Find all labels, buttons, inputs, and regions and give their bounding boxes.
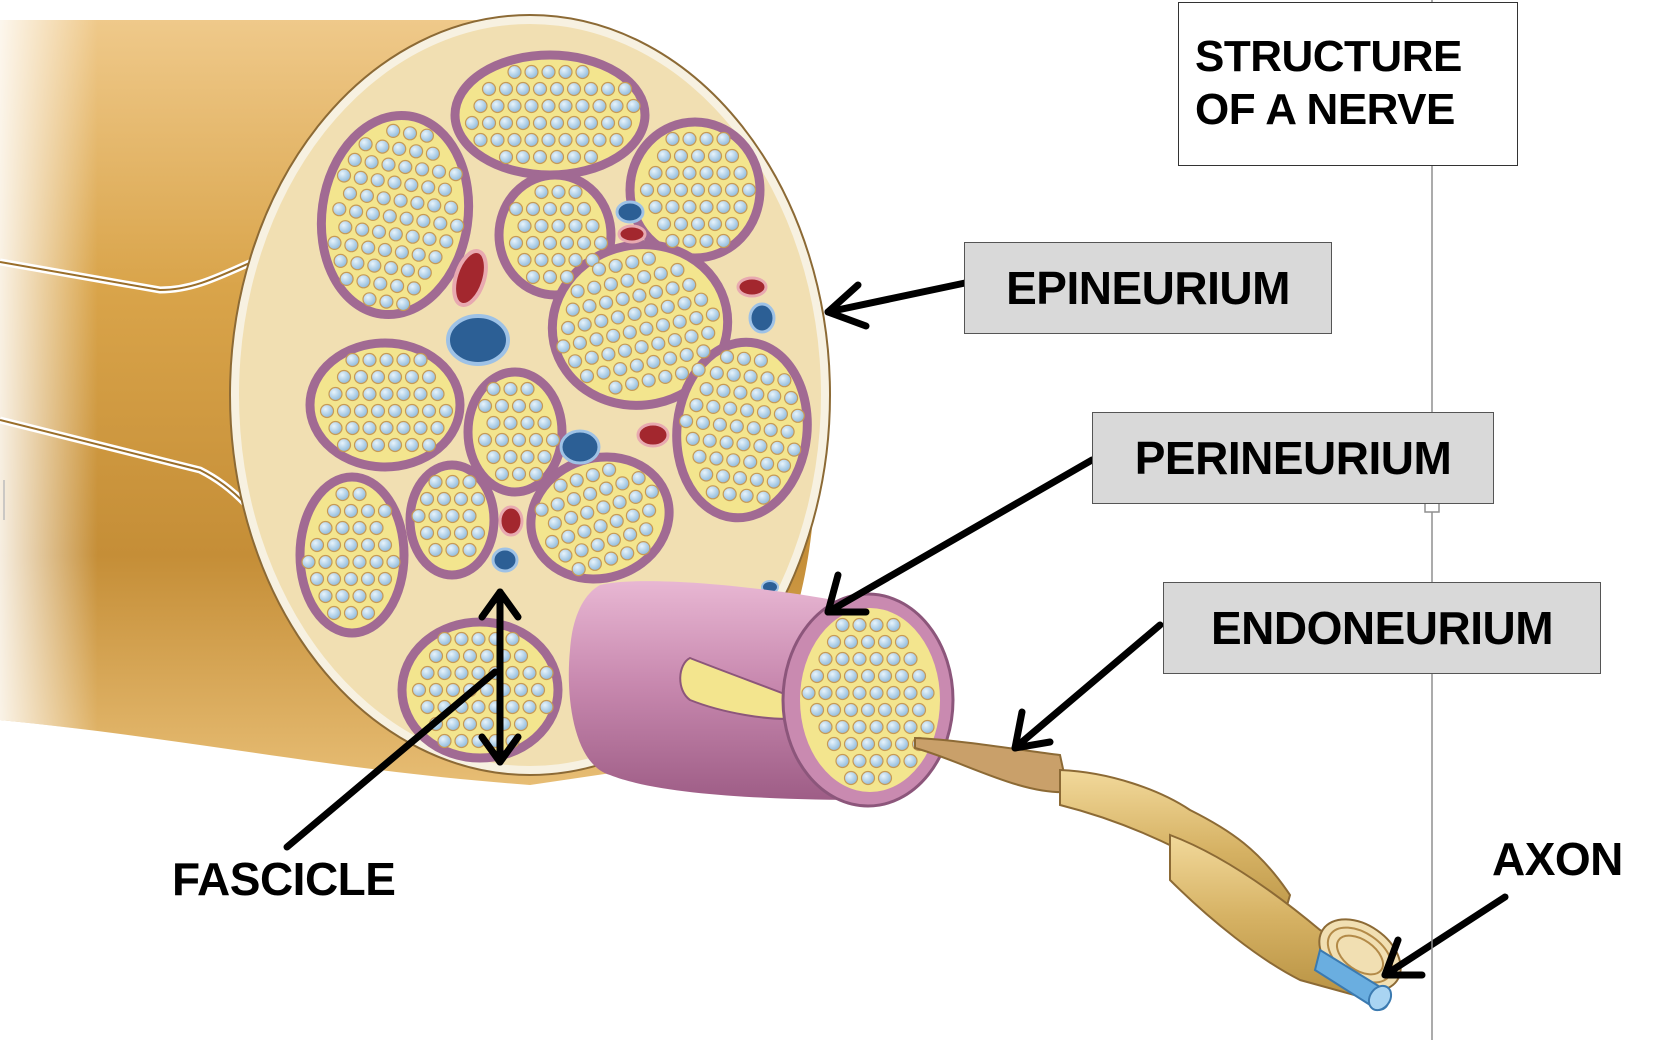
- artery-icon: [452, 249, 488, 307]
- nerve-fibers: [301, 64, 805, 749]
- perineurium-tube: [568, 581, 955, 808]
- axon-arrowhead: [1381, 936, 1426, 979]
- epineurium-arrow: [824, 279, 969, 316]
- artery-icon: [498, 505, 524, 537]
- blood-vessels: [446, 200, 779, 594]
- endoneurium-label: ENDONEURIUM: [1163, 582, 1601, 674]
- nerve-fiber: [914, 736, 1402, 1012]
- fascicle-label: FASCICLE: [172, 853, 396, 905]
- endoneurium-arrow: [1011, 621, 1164, 752]
- vein-icon: [491, 547, 519, 573]
- axon-arrow: [1381, 893, 1509, 979]
- title-line-2: OF A NERVE: [1195, 85, 1455, 134]
- fascicle-arrowhead-bottom: [478, 733, 522, 766]
- vein-icon: [748, 302, 776, 334]
- epineurium-arrowhead: [824, 281, 870, 330]
- perineurium-arrow: [824, 456, 1096, 616]
- artery-icon: [736, 276, 768, 298]
- vein-icon: [446, 314, 510, 366]
- vein-icon: [615, 200, 645, 224]
- diagram-title: STRUCTURE OF A NERVE: [1178, 2, 1518, 166]
- perineurium-label: PERINEURIUM: [1092, 412, 1494, 504]
- epineurium-label: EPINEURIUM: [964, 242, 1332, 334]
- fascicles: [295, 50, 812, 763]
- fascicle-end-fibers: [801, 617, 935, 786]
- endoneurium-arrowhead: [1011, 708, 1054, 752]
- artery-icon: [617, 224, 647, 244]
- axon-label: AXON: [1492, 833, 1623, 885]
- vein-icon: [559, 429, 601, 465]
- title-line-1: STRUCTURE: [1195, 32, 1462, 82]
- artery-icon: [636, 422, 670, 448]
- perineurium-arrowhead: [824, 571, 870, 616]
- pointer-arrows: [283, 279, 1509, 979]
- fascicle-arrow: [283, 668, 499, 851]
- fascicle-arrowhead-top: [478, 588, 522, 621]
